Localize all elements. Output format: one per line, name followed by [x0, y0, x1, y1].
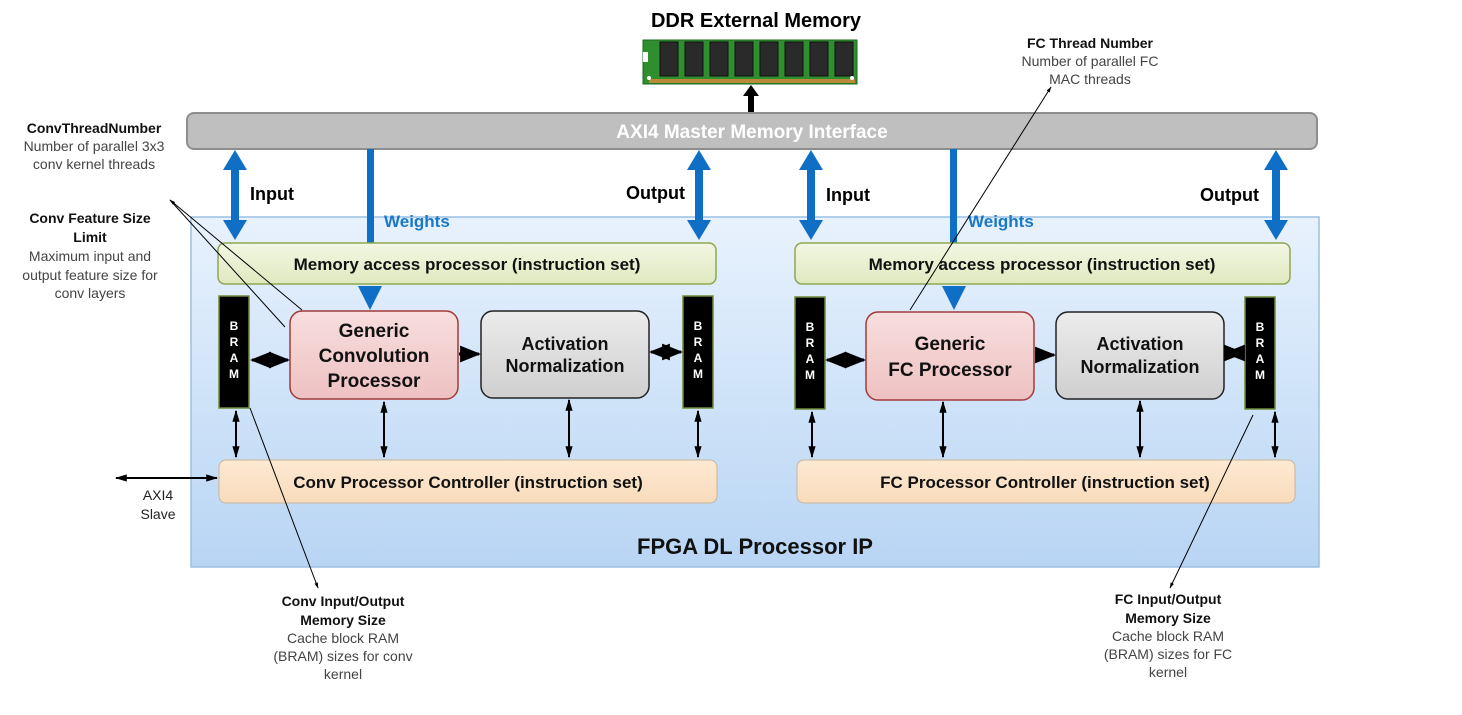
svg-text:FC Thread Number: FC Thread Number [1027, 35, 1154, 51]
svg-text:kernel: kernel [1149, 664, 1187, 680]
svg-text:A: A [1256, 352, 1265, 366]
svg-text:Cache block RAM: Cache block RAM [287, 630, 399, 646]
conv-bram-right: B R A M [682, 295, 714, 409]
ddr-arrow-icon [743, 85, 759, 113]
conv-weights-line [367, 149, 374, 245]
fc-activation-normalization [1055, 311, 1225, 400]
conv-processor-line: Convolution [319, 346, 430, 367]
conv-weights-label: Weights [384, 212, 450, 231]
svg-text:Number of parallel 3x3: Number of parallel 3x3 [24, 138, 165, 154]
memory-chip [809, 41, 829, 77]
fc-output-label: Output [1200, 185, 1259, 205]
conv-bram-left: B R A M [218, 295, 250, 409]
conv-input-arrow-icon [223, 150, 247, 240]
svg-text:output feature size for: output feature size for [22, 267, 158, 283]
fc-output-arrow-icon [1264, 150, 1288, 240]
fc-processor-line: FC Processor [888, 360, 1012, 381]
svg-text:B: B [1256, 320, 1265, 334]
svg-text:R: R [1256, 336, 1265, 350]
annotation-conv-memory-size: Conv Input/Output Memory Size Cache bloc… [273, 593, 412, 682]
fc-processor-line: Generic [915, 334, 986, 355]
svg-text:A: A [806, 352, 815, 366]
conv-processor-controller [218, 459, 718, 504]
ddr-title: DDR External Memory [651, 10, 862, 32]
svg-text:FC Input/Output: FC Input/Output [1115, 591, 1222, 607]
axi4-master-memory-interface [186, 112, 1318, 150]
svg-text:(BRAM) sizes for conv: (BRAM) sizes for conv [273, 648, 412, 664]
svg-text:M: M [229, 367, 239, 381]
svg-text:M: M [805, 368, 815, 382]
conv-processor-line: Generic [339, 321, 410, 342]
controller-arrows [232, 398, 1279, 459]
svg-text:B: B [694, 319, 703, 333]
svg-text:Maximum input and: Maximum input and [29, 248, 151, 264]
svg-text:Limit: Limit [73, 229, 107, 245]
svg-text:Conv Feature Size: Conv Feature Size [29, 210, 151, 226]
fc-memory-access-label: Memory access processor (instruction set… [869, 255, 1216, 274]
memory-chip [659, 41, 679, 77]
fc-processor-controller [796, 459, 1296, 504]
svg-text:R: R [230, 335, 239, 349]
annotation-conv-feature-size: Conv Feature Size Limit Maximum input an… [22, 210, 158, 301]
memory-chip [734, 41, 754, 77]
fc-activation-line: Activation [1096, 334, 1183, 354]
svg-text:Memory Size: Memory Size [300, 612, 386, 628]
axi4-master-label: AXI4 Master Memory Interface [616, 122, 887, 143]
svg-text:ConvThreadNumber: ConvThreadNumber [27, 120, 162, 136]
axi4-slave-label: AXI4 [143, 487, 174, 503]
fc-controller-label: FC Processor Controller (instruction set… [880, 473, 1210, 492]
svg-text:Number of parallel FC: Number of parallel FC [1022, 53, 1159, 69]
memory-chip [684, 41, 704, 77]
memory-chip [834, 41, 854, 77]
fc-bram-right: B R A M [1244, 296, 1276, 410]
fc-bram-left: B R A M [794, 296, 826, 410]
conv-output-label: Output [626, 183, 685, 203]
annotation-leaders [169, 86, 1254, 589]
conv-activation-line: Activation [521, 334, 608, 354]
fc-activation-line: Normalization [1080, 357, 1199, 377]
svg-text:M: M [693, 367, 703, 381]
svg-text:R: R [694, 335, 703, 349]
svg-text:conv layers: conv layers [55, 285, 126, 301]
fpga-ip-label: FPGA DL Processor IP [637, 534, 873, 559]
svg-text:M: M [1255, 368, 1265, 382]
conv-output-arrow-icon [687, 150, 711, 240]
ddr-memory-module-icon [642, 39, 858, 85]
svg-text:R: R [806, 336, 815, 350]
annotation-fc-memory-size: FC Input/Output Memory Size Cache block … [1104, 591, 1232, 680]
memory-chip [709, 41, 729, 77]
conv-memory-access-label: Memory access processor (instruction set… [294, 255, 641, 274]
fc-input-label: Input [826, 185, 870, 205]
axi4-slave-label: Slave [140, 506, 175, 522]
fc-weights-label: Weights [968, 212, 1034, 231]
conv-memory-access-processor [217, 242, 717, 285]
svg-text:conv kernel threads: conv kernel threads [33, 156, 155, 172]
memory-chip [759, 41, 779, 77]
generic-fc-processor [865, 311, 1035, 401]
svg-text:Conv Input/Output: Conv Input/Output [282, 593, 405, 609]
conv-processor-line: Processor [328, 371, 422, 392]
svg-text:(BRAM) sizes for FC: (BRAM) sizes for FC [1104, 646, 1232, 662]
fc-input-arrow-icon [799, 150, 823, 240]
svg-text:B: B [806, 320, 815, 334]
annotation-fc-thread-number: FC Thread Number Number of parallel FC M… [1022, 35, 1159, 87]
fc-weights-line [950, 149, 957, 245]
memory-chip [784, 41, 804, 77]
svg-text:A: A [230, 351, 239, 365]
conv-input-label: Input [250, 184, 294, 204]
svg-text:Memory Size: Memory Size [1125, 610, 1211, 626]
svg-text:B: B [230, 319, 239, 333]
annotation-conv-thread-number: ConvThreadNumber Number of parallel 3x3 … [24, 120, 165, 172]
flow-arrows [249, 343, 1246, 369]
conv-activation-line: Normalization [505, 356, 624, 376]
svg-text:Cache block RAM: Cache block RAM [1112, 628, 1224, 644]
fc-weights-arrow-icon [942, 286, 966, 310]
svg-text:MAC threads: MAC threads [1049, 71, 1131, 87]
conv-activation-normalization [480, 310, 650, 399]
conv-weights-arrow-icon [358, 286, 382, 310]
svg-text:kernel: kernel [324, 666, 362, 682]
svg-text:A: A [694, 351, 703, 365]
conv-controller-label: Conv Processor Controller (instruction s… [293, 473, 643, 492]
fc-memory-access-processor [794, 242, 1291, 285]
